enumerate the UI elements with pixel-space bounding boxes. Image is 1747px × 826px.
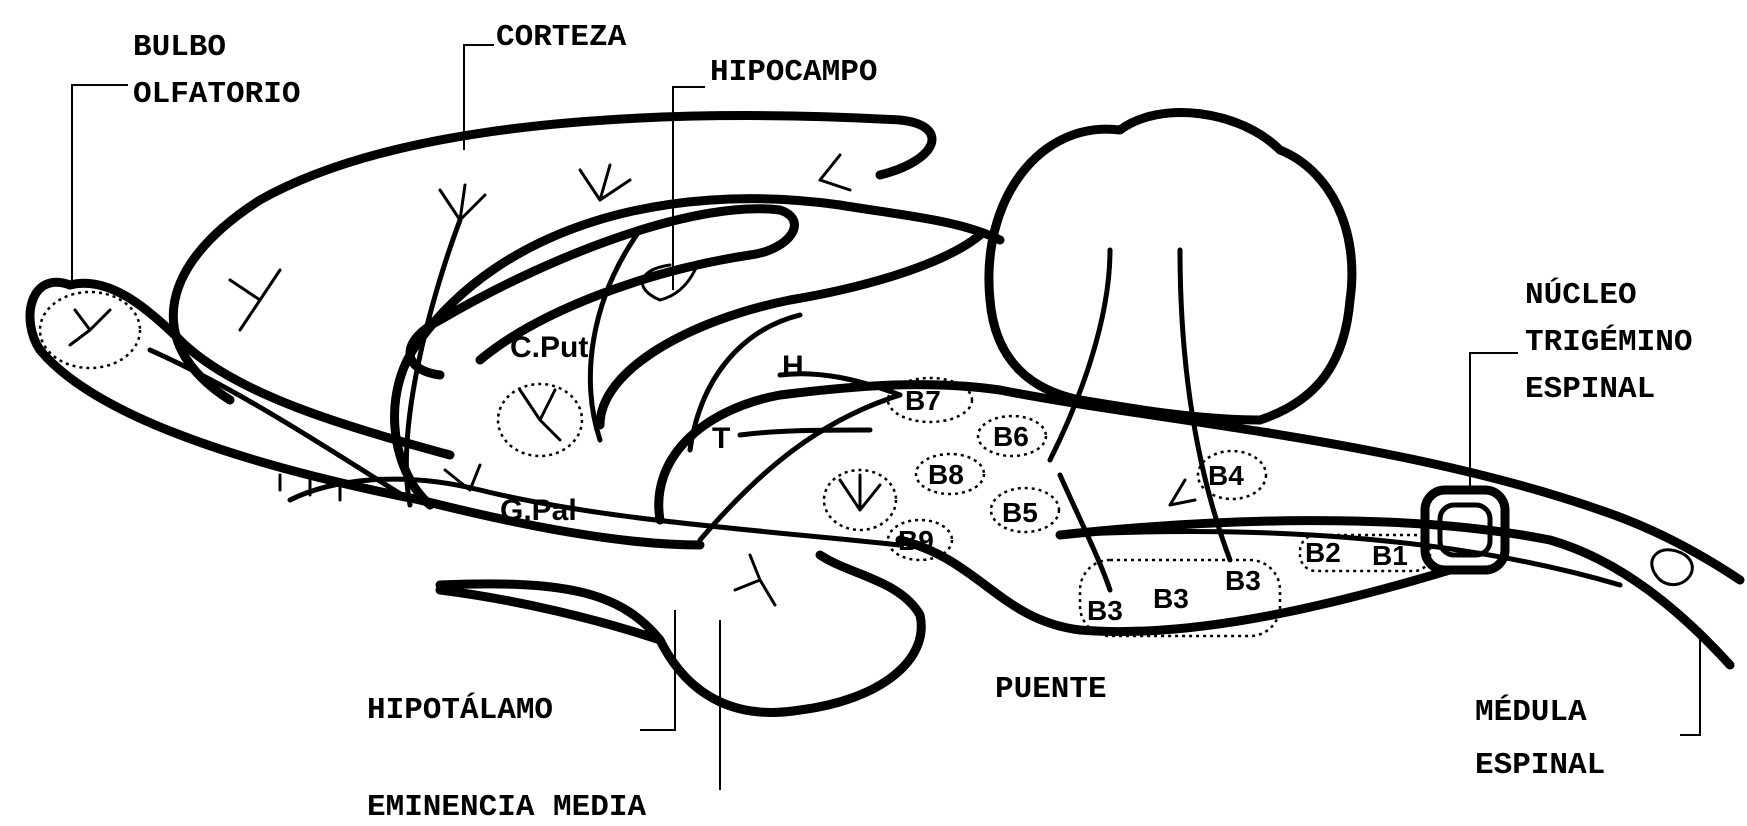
fiber-cerebellum-2	[1180, 250, 1230, 560]
fiber-projections	[70, 155, 1692, 605]
label-nucleo-line1: NÚCLEO	[1525, 276, 1637, 313]
region-t: T	[712, 422, 730, 455]
label-hipotalamo: HIPOTÁLAMO	[367, 691, 553, 728]
external-labels: BULBO OLFATORIO CORTEZA HIPOCAMPO NÚCLEO…	[133, 20, 1692, 821]
nucleus-b8: B8	[928, 459, 964, 490]
branch-pons	[1170, 480, 1195, 505]
nucleus-b2: B2	[1305, 537, 1341, 568]
brain-outline	[30, 113, 1740, 713]
branch-cortex-a	[440, 185, 485, 220]
branch-bulb	[70, 310, 110, 345]
branch-cortex-d	[820, 155, 850, 190]
nucleus-b3-c: B3	[1225, 565, 1261, 596]
hypothalamus-outline	[440, 555, 921, 712]
fiber-cortex-2	[590, 230, 640, 440]
label-eminencia: EMINENCIA MEDIA	[367, 790, 646, 821]
branch-cortex-c	[230, 270, 280, 330]
fiber-cerebellum	[1050, 250, 1110, 460]
nucleus-b7: B7	[905, 385, 941, 416]
region-h: H	[782, 350, 804, 383]
branch-hypo	[735, 555, 775, 605]
region-cput: C.Put	[510, 331, 588, 364]
label-medula-line2: ESPINAL	[1475, 748, 1605, 783]
cerebellum-lower	[990, 300, 1260, 420]
nucleus-b1: B1	[1372, 540, 1408, 571]
label-hipocampo: HIPOCAMPO	[710, 55, 877, 90]
leader-bulbo	[72, 85, 128, 282]
nucleus-b3-b: B3	[1153, 583, 1189, 614]
label-corteza: CORTEZA	[496, 20, 627, 55]
fiber-thalamus	[700, 395, 900, 540]
nucleus-b3-a: B3	[1087, 595, 1123, 626]
cerebellum-outline	[989, 113, 1352, 420]
midbrain-outline	[659, 385, 1000, 520]
nucleus-b4: B4	[1208, 460, 1244, 491]
nucleus-b6: B6	[993, 421, 1029, 452]
nucleus-b5: B5	[1002, 497, 1038, 528]
branch-cput	[520, 390, 560, 440]
leader-medula	[1680, 630, 1700, 735]
brainstem-upper	[1000, 390, 1740, 580]
region-labels: C.Put G.Pal H T	[500, 331, 804, 527]
branch-b9	[840, 475, 880, 510]
label-nucleo-line2: TRIGÉMINO	[1525, 323, 1692, 360]
region-gpal: G.Pal	[500, 494, 577, 527]
label-bulbo-line2: OLFATORIO	[133, 77, 300, 112]
label-nucleo-line3: ESPINAL	[1525, 372, 1655, 407]
nucleus-labels: B7 B6 B8 B4 B5 B9 B2 B1 B3 B3 B3	[898, 385, 1408, 626]
fiber-t	[740, 430, 870, 435]
label-bulbo-line1: BULBO	[133, 30, 226, 65]
nucleus-b9: B9	[898, 525, 934, 556]
label-puente: PUENTE	[995, 672, 1107, 707]
branch-cortex-b	[580, 165, 630, 200]
branch-spinal-end	[1652, 550, 1693, 585]
label-medula-line1: MÉDULA	[1475, 693, 1587, 730]
